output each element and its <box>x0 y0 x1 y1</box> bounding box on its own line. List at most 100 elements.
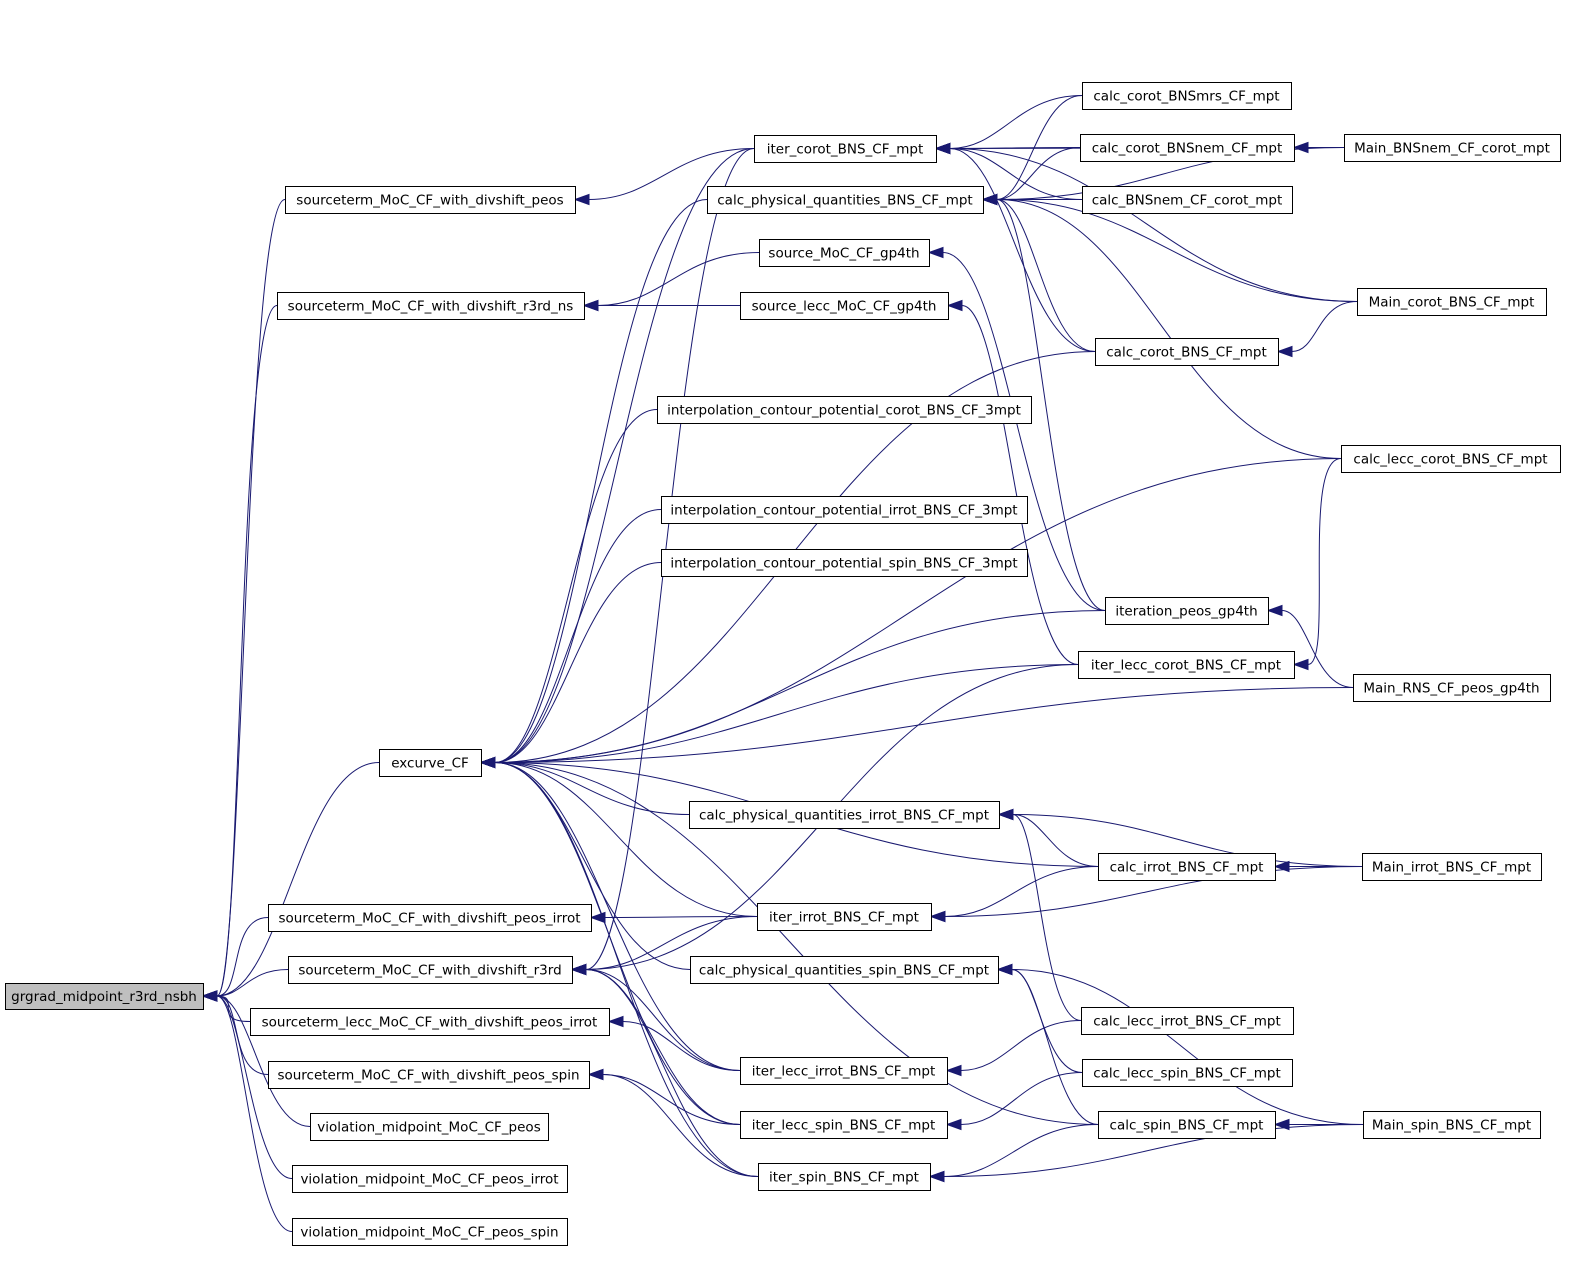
node-calc-corot-BNS[interactable]: calc_corot_BNS_CF_mpt <box>1095 338 1279 366</box>
node-interp-spin[interactable]: interpolation_contour_potential_spin_BNS… <box>661 549 1028 577</box>
node-st-divshift-peos-irrot[interactable]: sourceterm_MoC_CF_with_divshift_peos_irr… <box>268 904 592 932</box>
node-calc-lecc-spin[interactable]: calc_lecc_spin_BNS_CF_mpt <box>1082 1059 1293 1087</box>
node-iter-lecc-spin[interactable]: iter_lecc_spin_BNS_CF_mpt <box>740 1111 948 1139</box>
arrowhead-icon <box>929 910 946 923</box>
node-main-BNSnem[interactable]: Main_BNSnem_CF_corot_mpt <box>1344 134 1561 162</box>
node-iter-irrot[interactable]: iter_irrot_BNS_CF_mpt <box>757 903 932 931</box>
node-cpq-irrot[interactable]: calc_physical_quantities_irrot_BNS_CF_mp… <box>689 801 1000 829</box>
call-edge <box>494 562 662 763</box>
node-label: calc_irrot_BNS_CF_mpt <box>1110 860 1264 876</box>
node-box <box>285 186 576 214</box>
node-label: iter_lecc_spin_BNS_CF_mpt <box>752 1118 936 1134</box>
node-viol-peos[interactable]: violation_midpoint_MoC_CF_peos <box>310 1113 549 1141</box>
node-label: Main_corot_BNS_CF_mpt <box>1369 295 1535 311</box>
node-label: sourceterm_lecc_MoC_CF_with_divshift_peo… <box>262 1015 598 1031</box>
call-edge <box>597 252 760 306</box>
node-box <box>1341 445 1561 473</box>
node-label: excurve_CF <box>391 756 469 772</box>
node-label: iter_spin_BNS_CF_mpt <box>769 1170 919 1186</box>
node-label: violation_midpoint_MoC_CF_peos <box>317 1120 540 1136</box>
call-edge <box>216 762 380 997</box>
node-box <box>758 1163 931 1191</box>
node-label: source_MoC_CF_gp4th <box>768 246 919 262</box>
node-cpq-spin[interactable]: calc_physical_quantities_spin_BNS_CF_mpt <box>690 956 999 984</box>
node-main-RNS[interactable]: Main_RNS_CF_peos_gp4th <box>1353 674 1551 702</box>
node-label: sourceterm_MoC_CF_with_divshift_peos <box>296 193 563 209</box>
call-edge <box>494 509 662 763</box>
call-edge <box>216 917 269 997</box>
node-label: Main_irrot_BNS_CF_mpt <box>1372 860 1531 876</box>
call-edge <box>996 95 1083 200</box>
node-viol-peos-spin[interactable]: violation_midpoint_MoC_CF_peos_spin <box>292 1218 568 1246</box>
node-label: calc_corot_BNSnem_CF_mpt <box>1092 141 1283 157</box>
node-viol-peos-irrot[interactable]: violation_midpoint_MoC_CF_peos_irrot <box>292 1165 568 1193</box>
node-box <box>661 549 1028 577</box>
node-src-gp4th[interactable]: source_MoC_CF_gp4th <box>759 239 930 267</box>
node-st-divshift-peos-spin[interactable]: sourceterm_MoC_CF_with_divshift_peos_spi… <box>268 1061 590 1089</box>
node-calc-corot-BNSmrs[interactable]: calc_corot_BNSmrs_CF_mpt <box>1082 82 1292 110</box>
arrowhead-icon <box>1276 345 1293 358</box>
node-main-irrot[interactable]: Main_irrot_BNS_CF_mpt <box>1362 853 1542 881</box>
node-iter-lecc-irrot[interactable]: iter_lecc_irrot_BNS_CF_mpt <box>740 1057 948 1085</box>
node-cpq-bns[interactable]: calc_physical_quantities_BNS_CF_mpt <box>707 186 984 214</box>
arrowhead-icon <box>996 963 1013 976</box>
node-box <box>268 1061 590 1089</box>
node-box <box>754 135 937 163</box>
node-st-divshift-r3rd[interactable]: sourceterm_MoC_CF_with_divshift_r3rd <box>288 956 573 984</box>
node-box <box>1095 338 1279 366</box>
call-edge <box>1011 969 1083 1073</box>
node-label: calc_spin_BNS_CF_mpt <box>1110 1118 1264 1134</box>
node-box <box>1081 1007 1294 1035</box>
node-excurve[interactable]: excurve_CF <box>379 749 482 777</box>
node-label: source_lecc_MoC_CF_gp4th <box>752 299 937 315</box>
node-main-corot[interactable]: Main_corot_BNS_CF_mpt <box>1357 288 1547 316</box>
call-edge <box>216 199 286 997</box>
arrowhead-icon <box>934 142 951 155</box>
node-st-divshift-peos[interactable]: sourceterm_MoC_CF_with_divshift_peos <box>285 186 576 214</box>
call-edge <box>216 305 278 997</box>
arrowhead-icon <box>573 193 590 206</box>
call-edge <box>1307 458 1342 665</box>
node-label: sourceterm_MoC_CF_with_divshift_r3rd <box>298 963 561 979</box>
node-interp-corot[interactable]: interpolation_contour_potential_corot_BN… <box>657 396 1032 424</box>
call-edge <box>216 995 293 1232</box>
node-interp-irrot[interactable]: interpolation_contour_potential_irrot_BN… <box>661 496 1028 524</box>
arrowhead-icon <box>570 963 587 976</box>
node-calc-BNSnem-corot[interactable]: calc_BNSnem_CF_corot_mpt <box>1082 186 1293 214</box>
node-label: calc_lecc_spin_BNS_CF_mpt <box>1093 1066 1281 1082</box>
node-src-lecc-gp4th[interactable]: source_lecc_MoC_CF_gp4th <box>740 292 949 320</box>
node-box <box>1082 186 1293 214</box>
node-calc-lecc-irrot[interactable]: calc_lecc_irrot_BNS_CF_mpt <box>1081 1007 1294 1035</box>
node-calc-irrot[interactable]: calc_irrot_BNS_CF_mpt <box>1098 853 1276 881</box>
node-iter-lecc-corot[interactable]: iter_lecc_corot_BNS_CF_mpt <box>1078 651 1295 679</box>
node-iteration-peos[interactable]: iteration_peos_gp4th <box>1105 597 1269 625</box>
node-label: iter_irrot_BNS_CF_mpt <box>769 910 919 926</box>
arrowhead-icon <box>927 246 944 259</box>
node-label: calc_lecc_irrot_BNS_CF_mpt <box>1093 1014 1281 1030</box>
node-label: calc_physical_quantities_irrot_BNS_CF_mp… <box>699 808 989 824</box>
node-label: calc_BNSnem_CF_corot_mpt <box>1092 193 1283 209</box>
node-box <box>1098 1111 1276 1139</box>
node-calc-corot-BNSnem[interactable]: calc_corot_BNSnem_CF_mpt <box>1080 134 1295 162</box>
node-iter-corot[interactable]: iter_corot_BNS_CF_mpt <box>754 135 937 163</box>
node-calc-spin[interactable]: calc_spin_BNS_CF_mpt <box>1098 1111 1276 1139</box>
node-box <box>268 904 592 932</box>
arrowhead-icon <box>607 1015 624 1028</box>
call-graph-nodes: grgrad_midpoint_r3rd_nsbh sourceterm_MoC_… <box>5 82 1561 1246</box>
arrowhead-icon <box>582 299 599 312</box>
node-grgrad[interactable]: grgrad_midpoint_r3rd_nsbh <box>5 983 204 1010</box>
node-label: sourceterm_MoC_CF_with_divshift_peos_spi… <box>277 1068 579 1084</box>
node-calc-lecc-corot[interactable]: calc_lecc_corot_BNS_CF_mpt <box>1341 445 1561 473</box>
node-box <box>1082 82 1292 110</box>
node-box <box>1344 134 1561 162</box>
call-edge <box>216 969 289 997</box>
arrowhead-icon <box>1292 141 1309 154</box>
call-edge <box>494 148 755 763</box>
node-st-lecc-peos-irrot[interactable]: sourceterm_lecc_MoC_CF_with_divshift_peo… <box>250 1008 610 1036</box>
node-main-spin[interactable]: Main_spin_BNS_CF_mpt <box>1363 1111 1541 1139</box>
node-box <box>379 749 482 777</box>
call-edge <box>1011 969 1099 1125</box>
node-iter-spin[interactable]: iter_spin_BNS_CF_mpt <box>758 1163 931 1191</box>
arrowhead-icon <box>201 990 218 1002</box>
node-st-divshift-r3rd-ns[interactable]: sourceterm_MoC_CF_with_divshift_r3rd_ns <box>277 292 585 320</box>
